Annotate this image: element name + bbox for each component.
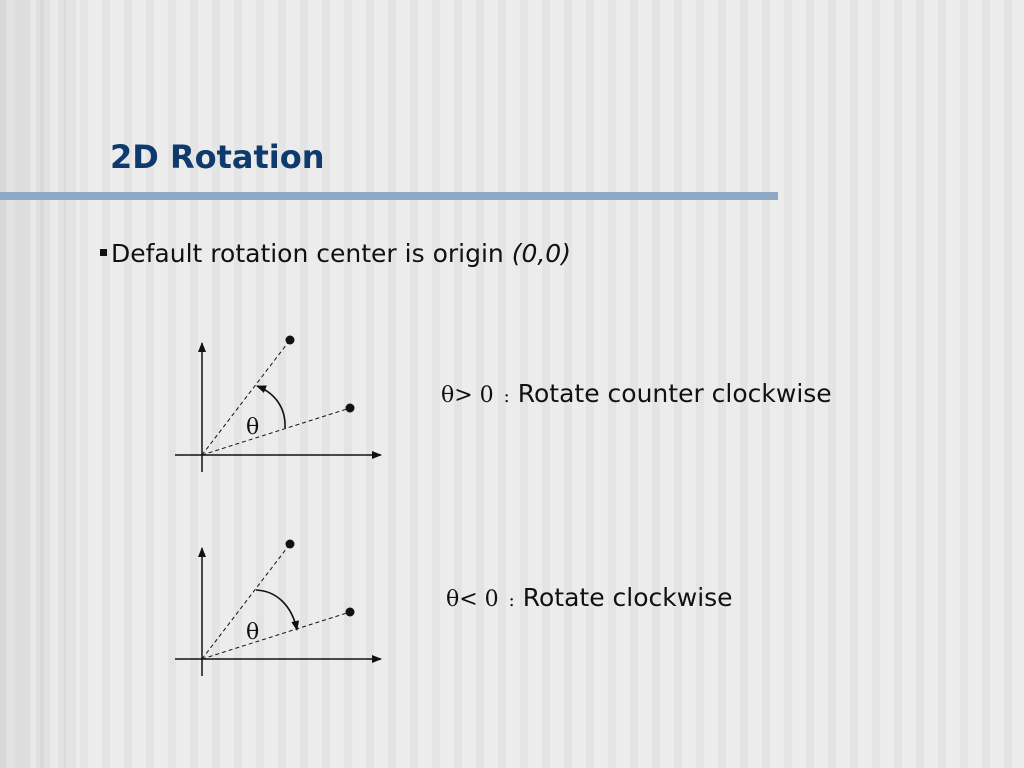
diagram-clockwise: θ: [175, 539, 382, 676]
original-point: [345, 403, 355, 413]
theta-label: θ: [246, 620, 259, 645]
original-ray: [201, 543, 291, 660]
original-point: [285, 539, 295, 549]
bullet-text: Default rotation center is origin: [111, 239, 512, 268]
rotated-point: [345, 607, 355, 617]
rule-clockwise: θ< 0: Rotate clockwise: [446, 582, 733, 617]
theta-label: θ: [246, 415, 259, 440]
bullet-emphasis: (0,0): [511, 239, 571, 268]
rotated-ray: [201, 611, 351, 660]
diagram-counter-clockwise: θ: [175, 335, 382, 472]
rotated-point: [285, 335, 295, 345]
rule-counter-clockwise: θ> 0: Rotate counter clockwise: [441, 378, 832, 413]
original-ray: [201, 407, 351, 456]
rotated-ray: [201, 339, 291, 456]
rotation-arc-arrow: [256, 385, 286, 429]
square-bullet-icon: [100, 248, 107, 256]
bullet-item: Default rotation center is origin (0,0): [100, 238, 571, 270]
condition-positive: θ> 0: [441, 383, 494, 408]
slide-title: 2D Rotation: [110, 138, 325, 176]
rule-description: Rotate counter clockwise: [517, 379, 832, 408]
separator: :: [503, 386, 510, 407]
separator: :: [508, 590, 515, 611]
title-divider: [0, 192, 778, 200]
condition-negative: θ< 0: [446, 587, 499, 612]
rule-description: Rotate clockwise: [522, 583, 733, 612]
rotation-arc-arrow: [255, 589, 300, 631]
